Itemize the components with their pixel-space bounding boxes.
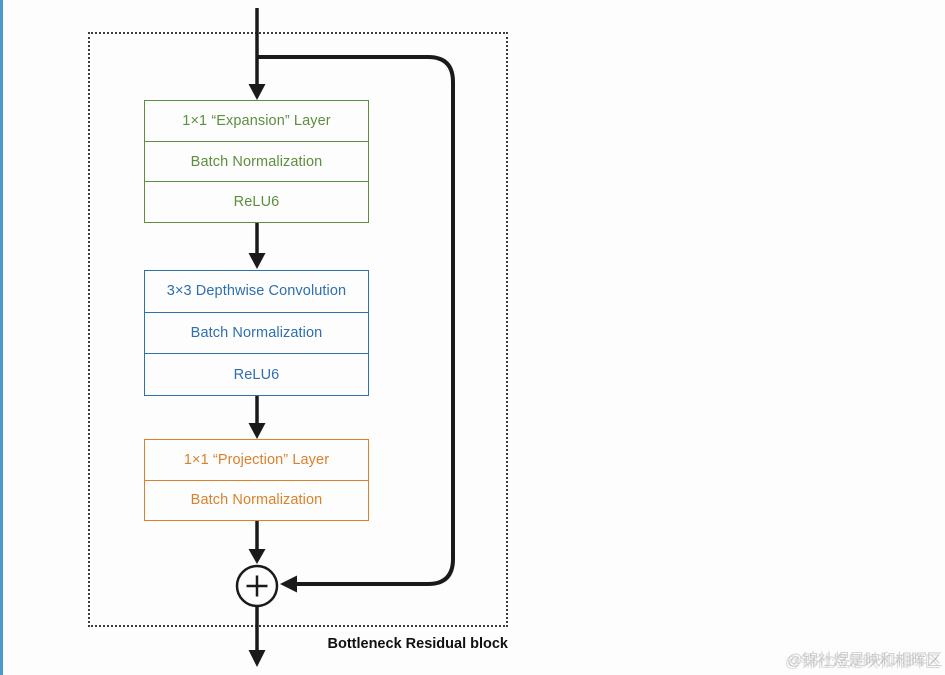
layer-row-relu6: ReLU6 (145, 181, 368, 222)
block-label: Bottleneck Residual block (327, 636, 509, 652)
watermark-text: @锦社煜是映和相晖区 (786, 652, 943, 669)
left-accent-bar (0, 0, 3, 675)
depthwise-layer-group: 3×3 Depthwise Convolution Batch Normaliz… (144, 270, 369, 396)
layer-row-relu6: ReLU6 (145, 353, 368, 395)
layer-row-projection: 1×1 “Projection” Layer (183, 451, 330, 468)
bottleneck-block-outline (88, 32, 508, 627)
layer-row-batchnorm: Batch Normalization (145, 311, 368, 354)
expansion-layer-group: 1×1 “Expansion” Layer Batch Normalizatio… (144, 100, 369, 223)
layer-row-depthwise: 3×3 Depthwise Convolution (166, 283, 347, 300)
projection-layer-group: 1×1 “Projection” Layer Batch Normalizati… (144, 439, 369, 521)
layer-row-batchnorm: Batch Normalization (145, 140, 368, 182)
layer-row-batchnorm: Batch Normalization (145, 479, 368, 521)
watermark-text-ghost: @锦社煜是映和相晖区 (784, 653, 941, 671)
layer-row-expansion: 1×1 “Expansion” Layer (182, 112, 331, 129)
